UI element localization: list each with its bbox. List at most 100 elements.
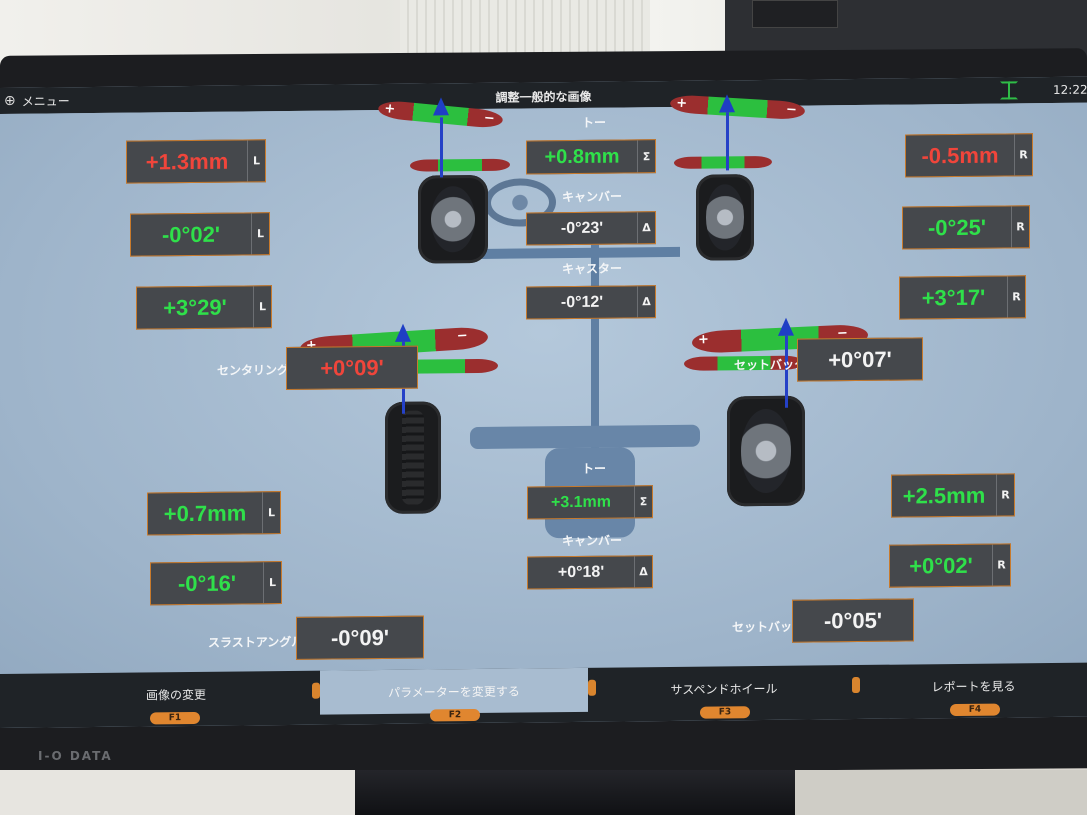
centering-value: +0°09' <box>320 354 384 381</box>
delta-icon: Δ <box>634 556 652 588</box>
front-caster-label: キャスター <box>562 261 623 277</box>
desk-surface <box>0 770 355 815</box>
left-side-tag: L <box>247 140 265 182</box>
rear-right-toe-panel[interactable]: +2.5mm R <box>891 473 1015 518</box>
front-right-caster-panel[interactable]: +3°17' R <box>899 275 1026 320</box>
monitor-stand <box>355 770 795 815</box>
rear-right-pointer-icon <box>778 317 794 336</box>
centering-panel[interactable]: +0°09' <box>286 345 418 391</box>
vehicle-axle-icon[interactable] <box>1000 81 1018 100</box>
front-right-camber-value: -0°25' <box>927 214 987 240</box>
front-left-camber-panel[interactable]: -0°02' L <box>130 212 270 257</box>
plus-icon: + <box>697 332 710 348</box>
fkey-badge-f4: F4 <box>950 703 1000 717</box>
desk-surface-right <box>795 770 1087 815</box>
alignment-screen: ⊕ メニュー 調整一般的な画像 12:22 +− +− <box>0 76 1087 728</box>
rear-setback-panel[interactable]: -0°05' <box>792 598 914 643</box>
front-camber-cross-value: -0°23' <box>560 219 604 237</box>
front-left-pointer-icon <box>433 97 449 116</box>
fkey-view-report[interactable]: レポートを見る <box>860 663 1087 709</box>
front-right-camber-arm <box>674 155 772 169</box>
front-caster-cross-panel[interactable]: -0°12' Δ <box>526 285 656 320</box>
front-camber-cross-panel[interactable]: -0°23' Δ <box>526 211 656 246</box>
front-right-toe-panel[interactable]: -0.5mm R <box>905 133 1033 178</box>
front-left-camber-value: -0°02' <box>161 221 221 247</box>
front-left-caster-value: +3°29' <box>163 294 227 320</box>
rear-left-camber-panel[interactable]: -0°16' L <box>150 561 282 606</box>
fkey-change-image[interactable]: 画像の変更 <box>40 671 312 718</box>
rear-axle-beam <box>470 424 700 450</box>
rear-toe-total-panel[interactable]: +3.1mm Σ <box>527 485 653 520</box>
front-left-toe-value: +1.3mm <box>145 148 229 174</box>
fkey-separator <box>588 679 596 696</box>
front-caster-cross-value: -0°12' <box>560 293 604 311</box>
front-setback-panel[interactable]: +0°07' <box>797 337 923 382</box>
rear-right-camber-panel[interactable]: +0°02' R <box>889 543 1011 588</box>
rear-left-camber-value: -0°16' <box>177 570 237 596</box>
fkey-change-parameters[interactable]: パラメーターを変更する <box>320 667 588 715</box>
right-side-tag: R <box>1014 134 1032 176</box>
background-door <box>400 0 650 58</box>
fkey-label: サスペンドホイール <box>670 681 778 697</box>
rear-toe-label: トー <box>582 461 607 476</box>
right-side-tag: R <box>996 474 1014 516</box>
fkey-label: 画像の変更 <box>145 687 206 702</box>
thrust-angle-label: スラストアングル <box>208 634 304 650</box>
front-axle <box>470 246 680 260</box>
fkey-label: レポートを見る <box>931 678 1016 694</box>
front-right-pointer-stem <box>726 112 729 171</box>
sigma-icon: Σ <box>637 140 655 173</box>
rear-left-pointer-icon <box>395 323 411 342</box>
centering-label: センタリング <box>217 362 290 378</box>
plus-icon: + <box>383 101 396 118</box>
fkey-separator <box>852 676 860 694</box>
front-left-tire <box>418 174 488 264</box>
vehicle-3d-view: +− +− +− +− トー +0.8mm Σ +1.3mm <box>0 94 1087 674</box>
rear-camber-cross-value: +0°18' <box>557 563 605 581</box>
front-left-caster-panel[interactable]: +3°29' L <box>136 285 272 330</box>
thrust-angle-panel[interactable]: -0°09' <box>296 615 424 660</box>
fkey-suspend-wheel[interactable]: サスペンドホイール <box>596 665 852 712</box>
front-right-camber-panel[interactable]: -0°25' R <box>902 205 1030 250</box>
minus-icon: − <box>483 110 496 127</box>
thrust-angle-value: -0°09' <box>330 624 390 651</box>
front-left-toe-panel[interactable]: +1.3mm L <box>126 139 266 184</box>
left-side-tag: L <box>263 562 281 604</box>
minus-icon: − <box>785 102 798 118</box>
left-side-tag: L <box>262 492 280 534</box>
rear-right-toe-value: +2.5mm <box>902 482 986 509</box>
rear-camber-cross-panel[interactable]: +0°18' Δ <box>527 555 653 590</box>
front-right-tire <box>696 174 754 261</box>
front-toe-label: トー <box>582 115 607 130</box>
rear-setback-value: -0°05' <box>823 607 883 633</box>
front-right-caster-value: +3°17' <box>921 284 986 310</box>
front-toe-total-value: +0.8mm <box>544 145 620 168</box>
fkey-separator <box>312 682 320 699</box>
rear-camber-label: キャンバー <box>562 533 623 549</box>
fkey-badge-f3: F3 <box>700 706 750 719</box>
fkey-badge-f2: F2 <box>430 708 480 722</box>
minus-icon: − <box>456 328 469 344</box>
rear-left-toe-panel[interactable]: +0.7mm L <box>147 491 281 536</box>
clock: 12:22 <box>1053 82 1087 97</box>
right-side-tag: R <box>1011 206 1029 248</box>
background-device <box>752 0 838 28</box>
front-left-pointer-stem <box>440 117 443 178</box>
front-toe-total-panel[interactable]: +0.8mm Σ <box>526 139 656 175</box>
delta-icon: Δ <box>637 212 655 244</box>
sigma-icon: Σ <box>634 486 652 518</box>
rear-left-tire <box>385 401 441 514</box>
right-side-tag: R <box>1007 276 1025 318</box>
rear-right-camber-value: +0°02' <box>909 552 973 578</box>
rear-left-toe-value: +0.7mm <box>163 499 247 526</box>
monitor-brand-logo: I-O DATA <box>38 749 113 763</box>
front-right-pointer-icon <box>719 94 735 113</box>
front-setback-label: セットバック <box>734 357 807 373</box>
fkey-label: パラメーターを変更する <box>388 684 520 700</box>
front-left-camber-arm <box>410 158 510 172</box>
front-setback-value: +0°07' <box>828 346 892 372</box>
rear-right-tire <box>727 395 805 507</box>
fkey-badge-f1: F1 <box>150 711 200 725</box>
left-side-tag: L <box>251 213 269 255</box>
function-key-bar: 画像の変更 パラメーターを変更する サスペンドホイール レポートを見る F1 F… <box>0 662 1087 728</box>
